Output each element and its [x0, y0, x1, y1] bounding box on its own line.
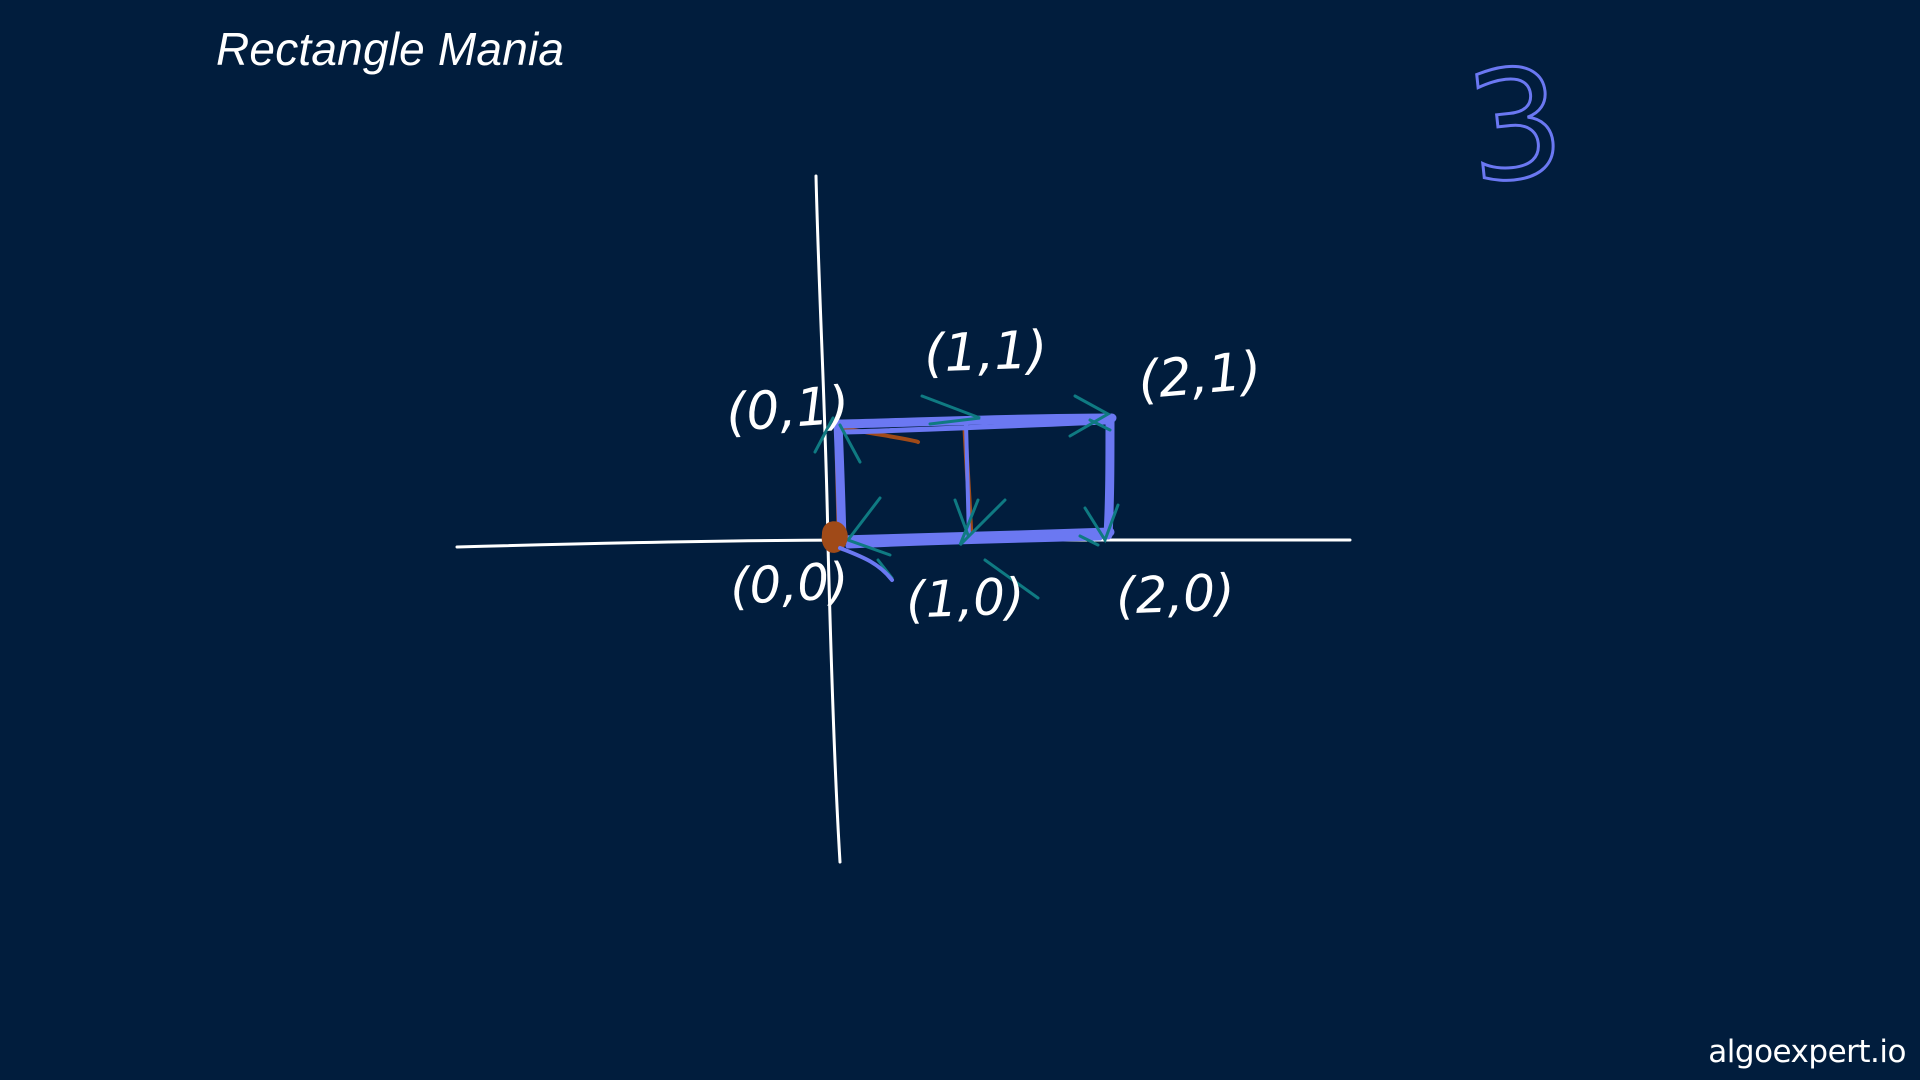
origin-highlight-dot — [821, 521, 848, 553]
rectangle-count: 3 — [1459, 35, 1572, 218]
label-point-2-0: (2,0) — [1115, 563, 1235, 625]
label-point-0-1: (0,1) — [724, 376, 851, 444]
label-point-0-0: (0,0) — [729, 552, 850, 616]
slide-title: Rectangle Mania — [216, 23, 565, 75]
label-point-2-1: (2,1) — [1136, 341, 1264, 412]
label-point-1-0: (1,0) — [905, 567, 1025, 629]
label-point-1-1: (1,1) — [923, 320, 1048, 384]
origin-arrow-stroke — [838, 546, 894, 582]
brand-watermark: algoexpert.io — [1708, 1034, 1906, 1070]
highlight-strokes — [834, 425, 974, 543]
